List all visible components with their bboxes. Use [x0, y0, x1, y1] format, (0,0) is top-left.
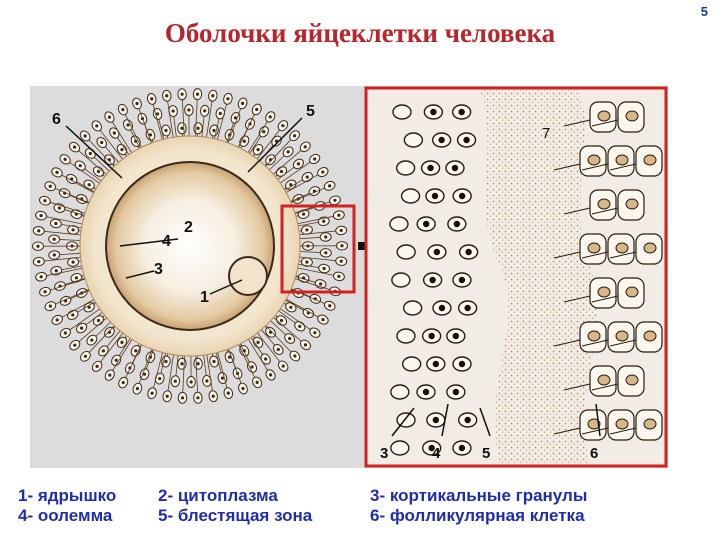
left-label-1: 1 [200, 289, 209, 306]
legend-item-6: 6- фолликулярная клетка [370, 506, 585, 525]
oocyte-figure: 6 5 2 4 3 1 7 3 4 [30, 86, 668, 468]
right-label-7: 7 [542, 125, 550, 142]
magnified-panel: 7 3 4 5 6 [364, 86, 668, 468]
zoom-frame [280, 204, 356, 294]
cytoplasm [105, 161, 275, 331]
page-number: 5 [700, 4, 708, 19]
right-label-4: 4 [432, 445, 441, 462]
legend-item-5: 5- блестящая зона [158, 506, 313, 525]
slide-title: Оболочки яйцеклетки человека [164, 18, 556, 48]
magnified-cells [389, 101, 663, 456]
legend-item-3: 3- кортикальные гранулы [370, 486, 588, 505]
legend-item-2: 2- цитоплазма [158, 486, 278, 505]
left-label-4: 4 [162, 233, 171, 250]
left-label-2: 2 [184, 219, 193, 236]
oocyte-illustration: 6 5 2 4 3 1 7 3 4 [32, 86, 668, 468]
left-leader-lines [65, 117, 303, 295]
right-label-3: 3 [380, 445, 388, 462]
follicular-cells-corona [32, 88, 348, 404]
left-label-6: 6 [52, 111, 61, 128]
right-label-6: 6 [590, 445, 598, 462]
nucleolus [228, 256, 268, 296]
legend-item-1: 1- ядрышко [18, 486, 117, 505]
left-label-5: 5 [306, 103, 315, 120]
legend-item-4: 4- оолемма [18, 506, 113, 525]
right-label-5: 5 [482, 445, 490, 462]
left-label-3: 3 [154, 261, 163, 278]
